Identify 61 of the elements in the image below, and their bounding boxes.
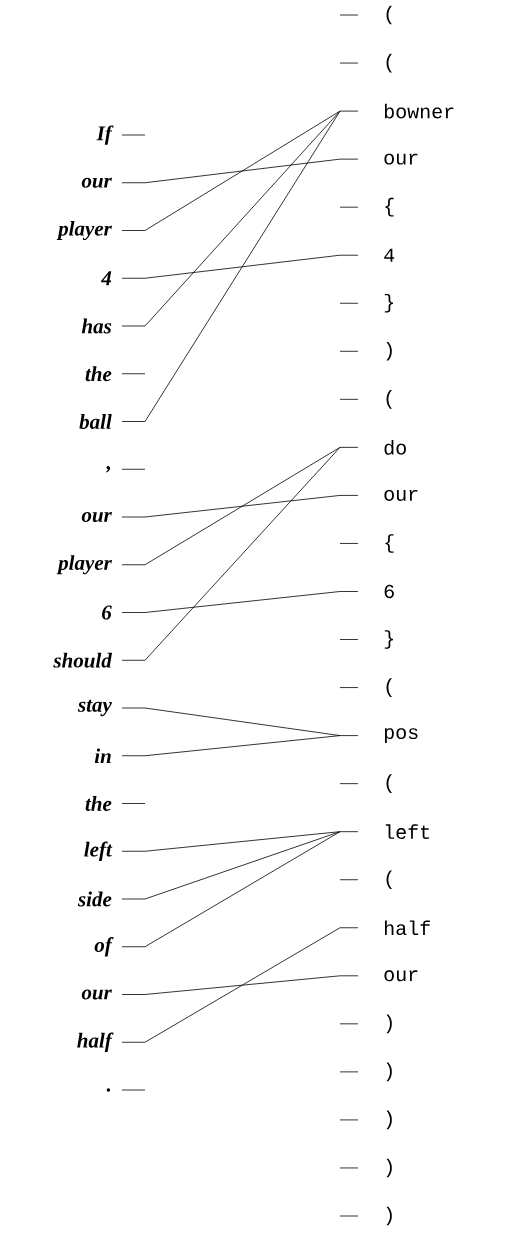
word-label: (: [386, 678, 392, 697]
word-label: half: [77, 1032, 114, 1052]
word-label: {: [385, 534, 394, 553]
word-label: should: [53, 652, 113, 668]
word-label: the: [85, 366, 112, 382]
alignment-line: [144, 158, 341, 184]
alignment-line: [144, 831, 341, 948]
word-label: .: [106, 1088, 111, 1092]
word-label: player: [56, 555, 112, 575]
word-label: our: [81, 511, 112, 523]
word-label: bowner: [384, 103, 454, 119]
alignment-line: [144, 110, 341, 422]
alignment-line: [144, 446, 341, 661]
word-label: our: [384, 153, 418, 165]
alignment-line: [144, 831, 341, 852]
alignment-line: [144, 110, 341, 231]
word-label: ): [386, 1062, 392, 1082]
alignment-line: [144, 110, 341, 327]
word-label: {: [385, 197, 394, 217]
word-label: ): [386, 341, 392, 361]
word-label: the: [85, 796, 112, 811]
word-label: 6: [384, 584, 394, 599]
word-label: player: [56, 220, 112, 241]
word-label: }: [384, 293, 393, 313]
word-label: (: [386, 870, 392, 890]
word-label: in: [94, 748, 111, 764]
alignment-line: [144, 975, 341, 995]
word-label: left: [84, 841, 113, 861]
alignment-line: [144, 735, 341, 757]
word-label: ): [386, 1206, 392, 1226]
word-label: stay: [77, 699, 112, 717]
word-label: of: [94, 937, 114, 957]
word-label: left: [385, 824, 430, 839]
word-label: (: [386, 774, 392, 793]
word-label: (: [386, 5, 392, 25]
word-label: ): [386, 1110, 392, 1130]
word-label: ball: [79, 414, 112, 429]
word-label: }: [384, 630, 393, 649]
word-label: (: [386, 390, 392, 409]
word-label: (: [386, 53, 392, 73]
word-label: 4: [100, 271, 112, 286]
alignment-line: [144, 254, 341, 279]
word-label: ): [386, 1014, 392, 1034]
word-label: our: [81, 989, 112, 1000]
word-label: our: [384, 489, 418, 501]
alignment-line: [144, 446, 341, 566]
word-label: side: [77, 891, 112, 907]
alignment-line: [144, 495, 341, 518]
word-label: ,: [106, 466, 111, 473]
word-label: 4: [384, 248, 395, 262]
word-label: ): [386, 1158, 392, 1178]
word-label: pos: [384, 728, 418, 744]
word-label: our: [81, 177, 112, 188]
word-label: our: [384, 970, 418, 982]
alignment-line: [144, 927, 341, 1043]
alignment-line: [144, 591, 341, 613]
word-label: half: [385, 920, 430, 936]
word-label: 6: [102, 605, 112, 620]
word-label: If: [96, 125, 114, 145]
word-label: has: [81, 318, 112, 334]
word-label: do: [384, 440, 406, 455]
